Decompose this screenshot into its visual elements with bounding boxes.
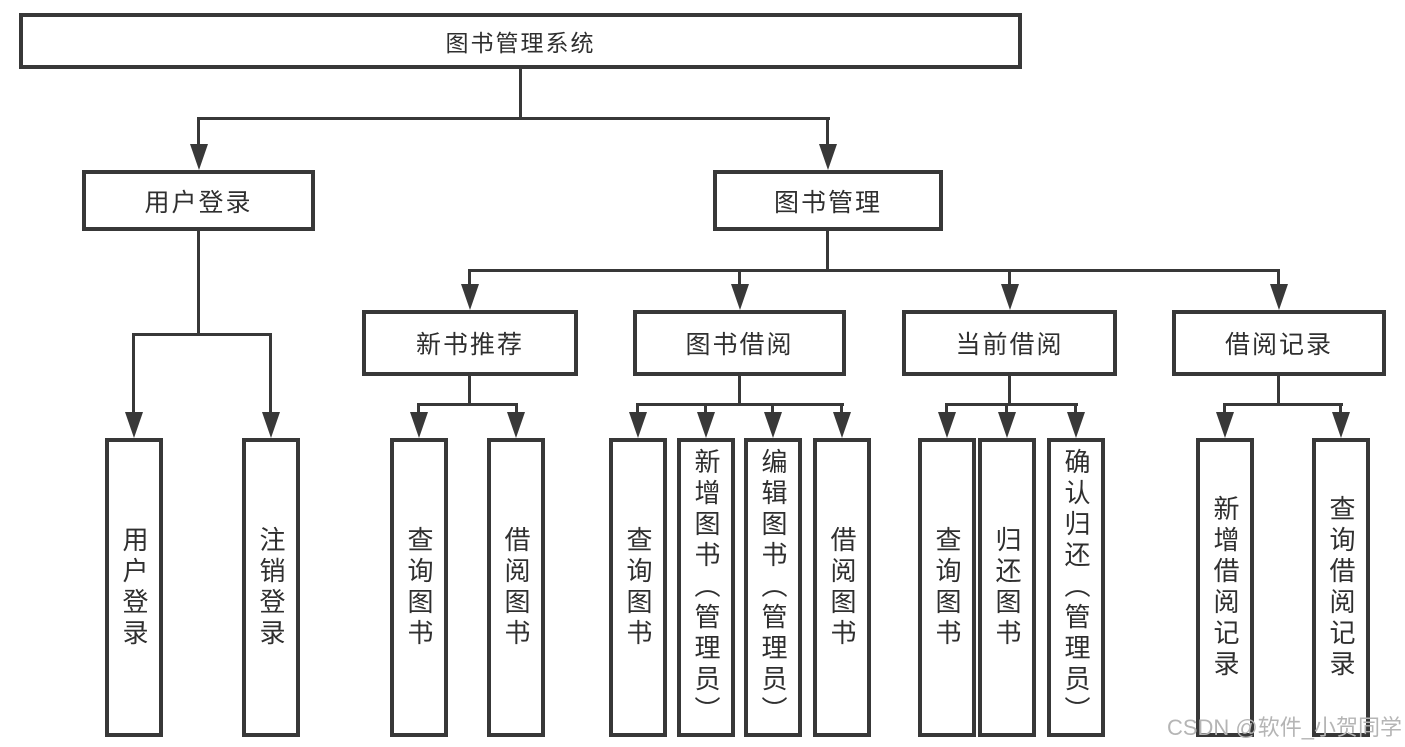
node-new-book-recommend: 新书推荐 — [362, 310, 578, 376]
connector-current-bar — [945, 403, 1078, 406]
leaf-records-add-record: 新增借阅记录 — [1196, 438, 1254, 737]
connector-user-login-arm-right — [269, 333, 272, 415]
connector-root-bar — [197, 117, 830, 120]
connector-user-login-stem — [197, 231, 200, 336]
connector-book-mgmt-bar — [468, 269, 1280, 272]
connector-recommend-arm-2 — [515, 403, 518, 415]
connector-user-login-bar — [132, 333, 272, 336]
arrow-to-current-borrow — [1001, 284, 1019, 310]
connector-root-arm-left — [197, 117, 200, 147]
node-book-management-label: 图书管理 — [773, 188, 882, 217]
leaf-current-query-book: 查询图书 — [918, 438, 976, 737]
arrow-to-book-management — [819, 144, 837, 170]
connector-borrow-stem — [738, 376, 741, 406]
connector-book-mgmt-arm-1 — [468, 269, 471, 287]
node-current-borrow: 当前借阅 — [902, 310, 1117, 376]
leaf-borrow-add-book-label: 新增图书（管理员） — [691, 448, 721, 727]
connector-book-mgmt-arm-2 — [738, 269, 741, 287]
leaf-borrow-edit-book-label: 编辑图书（管理员） — [758, 448, 788, 727]
arrow-to-borrow-add-book — [697, 412, 715, 438]
connector-root-arm-right — [826, 117, 829, 147]
leaf-recommend-borrow-book-label: 借阅图书 — [501, 525, 531, 650]
arrow-to-book-borrow — [731, 284, 749, 310]
arrow-to-borrow-borrow-book — [833, 412, 851, 438]
connector-current-arm-1 — [945, 403, 948, 415]
connector-recommend-bar — [417, 403, 517, 406]
arrow-to-current-query-book — [938, 412, 956, 438]
connector-records-stem — [1277, 376, 1280, 406]
arrow-to-leaf-user-login — [125, 412, 143, 438]
arrow-to-new-book-recommend — [461, 284, 479, 310]
leaf-borrow-query-book: 查询图书 — [609, 438, 667, 737]
csdn-watermark: CSDN @软件_小贺同学 — [1166, 715, 1402, 740]
leaf-current-return-book-label: 归还图书 — [992, 525, 1022, 650]
node-user-login-label: 用户登录 — [144, 188, 253, 217]
leaf-recommend-query-book-label: 查询图书 — [404, 525, 434, 650]
node-book-borrow: 图书借阅 — [633, 310, 846, 376]
arrow-to-borrow-edit-book — [764, 412, 782, 438]
node-root: 图书管理系统 — [19, 13, 1022, 69]
arrow-to-user-login — [190, 144, 208, 170]
connector-borrow-arm-3 — [771, 403, 774, 415]
node-user-login: 用户登录 — [82, 170, 315, 231]
leaf-user-login: 用户登录 — [105, 438, 163, 737]
arrow-to-records-query-record — [1332, 412, 1350, 438]
connector-records-bar — [1223, 403, 1343, 406]
leaf-recommend-query-book: 查询图书 — [390, 438, 448, 737]
arrow-to-current-confirm-return — [1067, 412, 1085, 438]
arrow-to-recommend-borrow-book — [507, 412, 525, 438]
connector-root-stem — [519, 67, 522, 119]
arrow-to-recommend-query-book — [410, 412, 428, 438]
connector-user-login-arm-left — [132, 333, 135, 415]
node-current-borrow-label: 当前借阅 — [955, 331, 1064, 359]
connector-current-arm-2 — [1005, 403, 1008, 415]
node-book-management: 图书管理 — [713, 170, 943, 231]
leaf-records-query-record: 查询借阅记录 — [1312, 438, 1370, 737]
connector-recommend-arm-1 — [417, 403, 420, 415]
connector-records-arm-1 — [1223, 403, 1226, 415]
arrow-to-borrow-query-book — [629, 412, 647, 438]
connector-recommend-stem — [468, 376, 471, 406]
leaf-recommend-borrow-book: 借阅图书 — [487, 438, 545, 737]
node-root-label: 图书管理系统 — [445, 30, 596, 56]
node-book-borrow-label: 图书借阅 — [685, 331, 794, 359]
leaf-current-confirm-return-label: 确认归还（管理员） — [1061, 448, 1091, 727]
leaf-current-confirm-return: 确认归还（管理员） — [1047, 438, 1105, 737]
leaf-borrow-add-book: 新增图书（管理员） — [677, 438, 735, 737]
leaf-logout: 注销登录 — [242, 438, 300, 737]
leaf-borrow-edit-book: 编辑图书（管理员） — [744, 438, 802, 737]
leaf-current-return-book: 归还图书 — [978, 438, 1036, 737]
leaf-records-add-record-label: 新增借阅记录 — [1210, 494, 1240, 681]
connector-records-arm-2 — [1339, 403, 1342, 415]
leaf-borrow-borrow-book-label: 借阅图书 — [827, 525, 857, 650]
connector-borrow-bar — [636, 403, 844, 406]
arrow-to-leaf-logout — [262, 412, 280, 438]
leaf-user-login-label: 用户登录 — [119, 525, 149, 650]
node-borrow-records-label: 借阅记录 — [1224, 331, 1333, 359]
arrow-to-borrow-records — [1270, 284, 1288, 310]
node-borrow-records: 借阅记录 — [1172, 310, 1386, 376]
leaf-logout-label: 注销登录 — [256, 525, 286, 650]
connector-book-mgmt-arm-3 — [1008, 269, 1011, 287]
connector-current-stem — [1008, 376, 1011, 406]
connector-current-arm-3 — [1074, 403, 1077, 415]
connector-borrow-arm-1 — [636, 403, 639, 415]
connector-borrow-arm-4 — [840, 403, 843, 415]
connector-borrow-arm-2 — [704, 403, 707, 415]
arrow-to-current-return-book — [998, 412, 1016, 438]
leaf-borrow-query-book-label: 查询图书 — [623, 525, 653, 650]
leaf-borrow-borrow-book: 借阅图书 — [813, 438, 871, 737]
arrow-to-records-add-record — [1216, 412, 1234, 438]
connector-book-mgmt-stem — [826, 231, 829, 272]
node-new-book-recommend-label: 新书推荐 — [415, 331, 524, 359]
leaf-current-query-book-label: 查询图书 — [932, 525, 962, 650]
connector-book-mgmt-arm-4 — [1277, 269, 1280, 287]
leaf-records-query-record-label: 查询借阅记录 — [1326, 494, 1356, 681]
